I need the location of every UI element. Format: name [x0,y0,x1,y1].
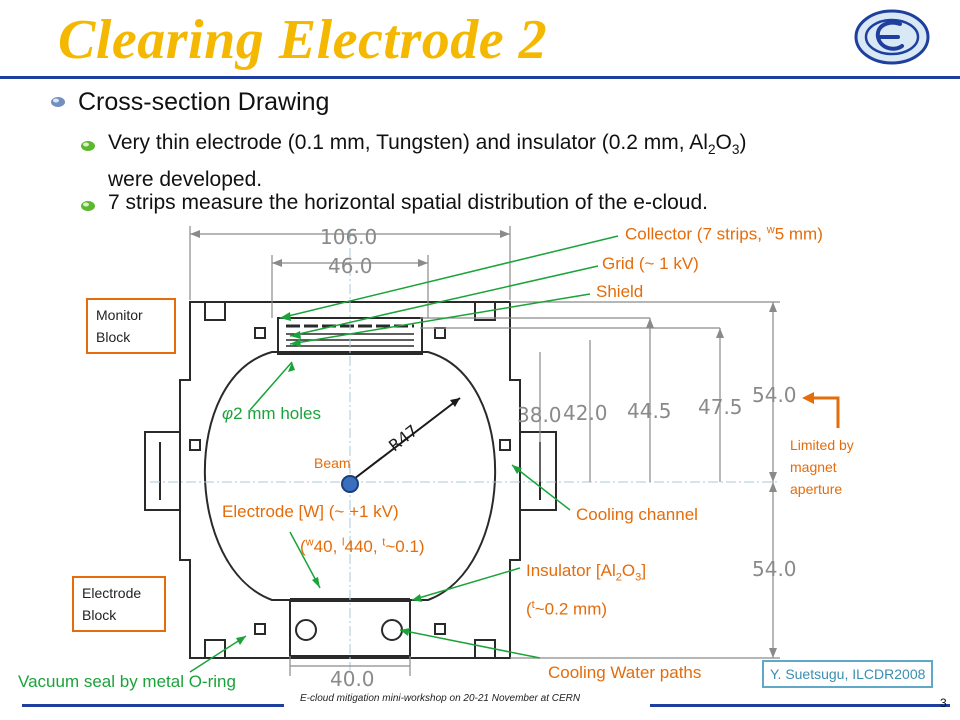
label-collector: Collector (7 strips, w5 mm) [625,224,823,244]
credit-box: Y. Suetsugu, ILCDR2008 [762,660,934,688]
footer-text: E-cloud mitigation mini-workshop on 20-2… [300,693,581,704]
label-vacuum-seal: Vacuum seal by metal O-ring [18,672,236,691]
label-grid: Grid (~ 1 kV) [602,254,699,273]
title-rule [0,76,960,79]
label-shield: Shield [596,282,644,301]
dim-46: 46.0 [328,254,373,278]
label-cooling-water: Cooling Water paths [548,663,702,682]
label-cooling-channel: Cooling channel [576,505,698,524]
sub-bullet-icon [81,201,95,211]
dim-54-top: 54.0 [752,383,797,407]
dim-47-5: 47.5 [698,395,743,419]
label-holes: φ2 mm holes [222,404,321,423]
bullet-icon [51,97,65,107]
main-bullet-text: Cross-section Drawing [78,88,330,116]
page-number: 3 [940,696,947,710]
label-beam: Beam [314,455,351,471]
slide-title: Clearing Electrode 2 [58,9,548,71]
footer-rule-right [650,704,950,707]
dim-44-5: 44.5 [627,399,672,423]
dim-40: 40.0 [330,667,375,691]
sub-bullet-icon [81,141,95,151]
sub-bullet-1: Very thin electrode (0.1 mm, Tungsten) a… [108,131,747,192]
dim-42: 42.0 [563,401,608,425]
dim-38: 38.0 [517,403,562,427]
beam-marker [341,475,359,493]
dim-54-bottom: 54.0 [752,557,797,581]
footer-rule-left [22,704,284,707]
logo-icon [854,9,930,65]
label-insulator: Insulator [Al2O3] (t~0.2 mm) [526,561,647,620]
dim-106: 106.0 [320,225,377,249]
sub-bullet-2: 7 strips measure the horizontal spatial … [108,191,708,214]
label-electrode: Electrode [W] (~ +1 kV) (w40, l440, t~0.… [222,502,425,556]
